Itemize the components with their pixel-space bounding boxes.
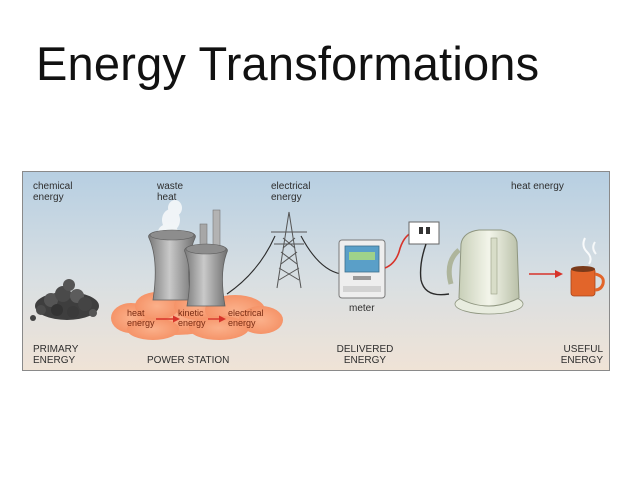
label-meter: meter [349, 303, 375, 314]
label-primary-energy: PRIMARY ENERGY [33, 344, 79, 366]
diagram-artwork [23, 172, 609, 370]
coal-pile-icon [30, 279, 99, 321]
mug-icon [570, 237, 605, 297]
diagram-background [23, 172, 609, 370]
kettle-icon [446, 229, 524, 315]
cloud-label-kinetic-energy: kinetic energy [178, 308, 206, 328]
label-electrical-energy: electrical energy [271, 181, 311, 203]
power-line-icon [226, 235, 342, 295]
pylon-icon [271, 211, 307, 289]
wall-socket-icon [408, 221, 440, 245]
energy-flow-diagram: chemical energy waste heat electrical en… [22, 171, 610, 371]
label-chemical-energy: chemical energy [33, 181, 73, 203]
slide-title: Energy Transformations [36, 37, 540, 90]
arrow-to-mug-icon [529, 270, 563, 278]
power-station-icon [148, 209, 228, 307]
label-waste-heat: waste heat [157, 181, 184, 203]
cloud-arrow-2-icon [208, 315, 226, 323]
meter-icon [338, 239, 386, 299]
cloud-arrow-1-icon [156, 315, 180, 323]
label-delivered-energy: DELIVERED ENERGY [336, 344, 394, 366]
label-useful-energy: USEFUL ENERGY [560, 344, 603, 366]
label-heat-energy: heat energy [511, 181, 564, 192]
kettle-cable-icon [419, 243, 450, 296]
red-cable-icon [384, 231, 414, 269]
cloud-label-heat-energy: heat energy [127, 308, 155, 328]
label-power-station: POWER STATION [147, 355, 230, 366]
cloud-label-electrical-energy: electrical energy [228, 308, 264, 328]
